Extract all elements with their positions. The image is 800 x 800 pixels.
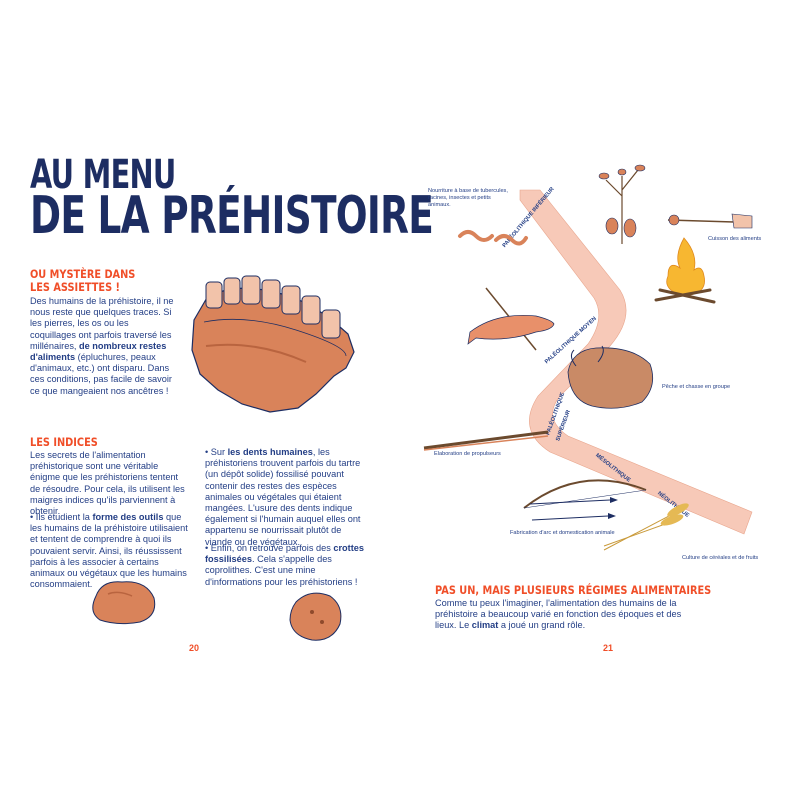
label-peche: Pêche et chasse en groupe bbox=[662, 384, 731, 390]
title-line-1: AU MENU bbox=[30, 152, 176, 198]
roasting-stick-illustration bbox=[667, 213, 753, 229]
left-page: AU MENU DE LA PRÉHISTOIRE OU MYSTÈRE DAN… bbox=[30, 152, 434, 653]
fire-illustration bbox=[654, 237, 716, 304]
coprolite-illustration-1 bbox=[92, 581, 156, 625]
tuber-plant-illustration bbox=[598, 164, 646, 244]
label-arc: Fabrication d'arc et domestication anima… bbox=[510, 530, 615, 536]
timeline-ribbon bbox=[519, 189, 753, 535]
section-text-indices-intro: Les secrets de l'alimentation préhistori… bbox=[30, 450, 185, 517]
section-text-mystere: Des humains de la préhistoire, il ne nou… bbox=[30, 296, 174, 396]
jaw-fossil-illustration bbox=[191, 275, 355, 413]
right-page: Nourriture à base de tubercules, racines… bbox=[400, 0, 800, 800]
bullet-dents: • Sur les dents humaines, les préhistori… bbox=[205, 447, 361, 547]
page-number-left: 20 bbox=[189, 643, 200, 653]
section-heading-mystere: OU MYSTÈRE DANS LES ASSIETTES ! bbox=[30, 267, 136, 294]
propulseurs-illustration bbox=[423, 430, 549, 451]
page-number-right: 21 bbox=[603, 643, 614, 653]
bison-illustration bbox=[567, 345, 654, 409]
worms-illustration bbox=[458, 230, 528, 246]
label-tubercules: Nourriture à base de tubercules, racines… bbox=[428, 188, 508, 208]
wheat-illustration bbox=[603, 503, 689, 551]
title-line-2: DE LA PRÉHISTOIRE bbox=[30, 186, 434, 246]
bullet-outils: • Ils étudient la forme des outils que l… bbox=[30, 512, 188, 590]
label-propulseurs: Elaboration de propulseurs bbox=[434, 451, 501, 457]
label-cereales: Culture de céréales et de fruits bbox=[682, 555, 759, 561]
label-cuisson: Cuisson des aliments bbox=[708, 236, 762, 242]
section-text-regimes: Comme tu peux l'imaginer, l'alimentation… bbox=[435, 598, 682, 631]
section-heading-regimes: PAS UN, MAIS PLUSIEURS RÉGIMES ALIMENTAI… bbox=[435, 583, 712, 597]
bullet-crottes: • Enfin, on retrouve parfois des crottes… bbox=[205, 543, 364, 587]
section-heading-indices: LES INDICES bbox=[30, 435, 98, 449]
bow-arrow-illustration bbox=[523, 479, 647, 521]
coprolite-illustration-2 bbox=[289, 592, 342, 641]
fish-spear-illustration bbox=[467, 287, 555, 351]
